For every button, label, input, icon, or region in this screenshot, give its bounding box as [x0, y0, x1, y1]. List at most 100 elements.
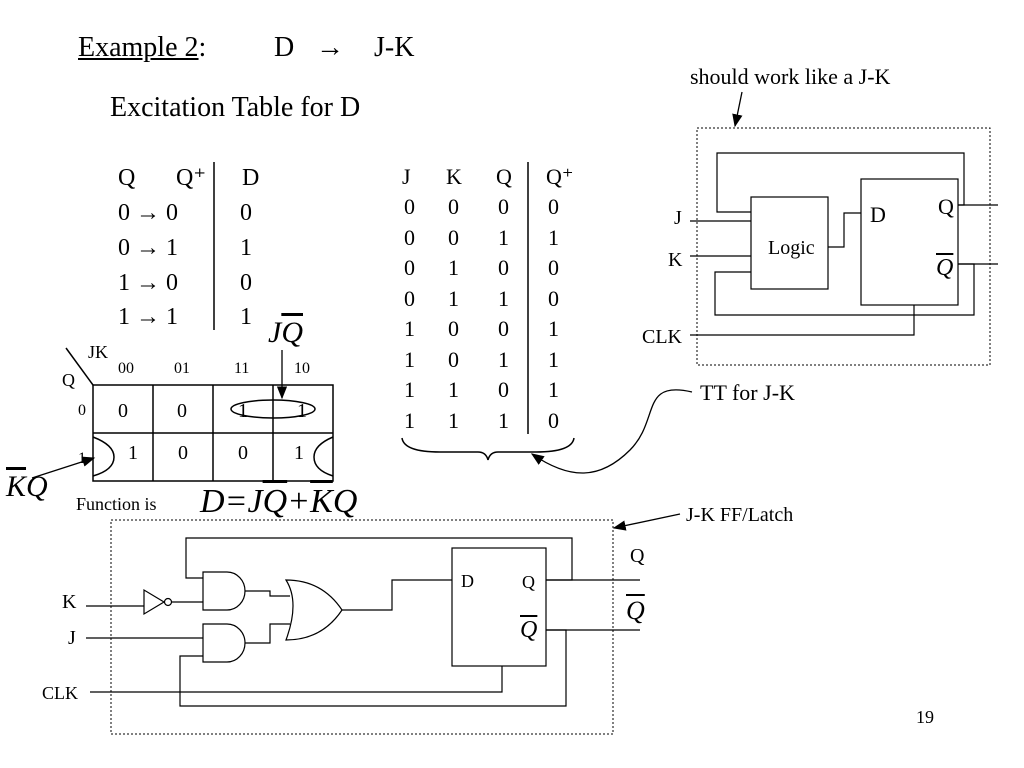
tt-caption: TT for J-K — [700, 380, 795, 405]
tt-cell: 1 — [548, 225, 559, 250]
tt-cell: 1 — [404, 316, 415, 341]
kmap-cell: 0 — [118, 400, 128, 422]
exc-row-transition: 0 → 0 — [118, 200, 178, 226]
tt-cell: 0 — [404, 194, 415, 219]
kmap-cell: 1 — [238, 400, 248, 422]
tt-cell: 0 — [404, 225, 415, 250]
term-kq-q: Q — [26, 470, 48, 503]
fn-d: D — [200, 483, 225, 520]
exc-row-d: 1 — [240, 235, 252, 261]
fn-q2: Q — [332, 483, 358, 520]
tt-cell: 0 — [498, 194, 509, 219]
kmap-cell: 1 — [297, 400, 307, 422]
top-dff-box — [860, 178, 959, 306]
exc-header-d: D — [242, 165, 260, 191]
kmap-col-header: 00 — [118, 360, 134, 377]
bottom-input-k: K — [62, 591, 77, 613]
top-note: should work like a J-K — [690, 64, 891, 89]
top-logic-box — [750, 196, 829, 290]
tt-cell: 1 — [404, 377, 415, 402]
tt-cell: 0 — [448, 316, 459, 341]
kmap-cell: 0 — [178, 442, 188, 464]
fn-k: K — [310, 483, 333, 520]
subtitle: Excitation Table for D — [110, 92, 361, 123]
tt-cell: 0 — [404, 255, 415, 280]
kmap-term-kq: KQ — [6, 472, 48, 502]
fn-plus: + — [287, 483, 311, 520]
tt-cell: 1 — [548, 377, 559, 402]
term-jq-q: Q — [281, 316, 303, 349]
page-number: 19 — [916, 707, 934, 727]
kmap-col-header: 11 — [234, 360, 250, 377]
tt-header: Q — [496, 164, 512, 189]
top-input-j: J — [674, 207, 682, 229]
or-gate — [284, 579, 343, 641]
tt-cell: 1 — [448, 255, 459, 280]
bottom-out-q: Q — [630, 545, 645, 567]
tt-cell: 1 — [448, 377, 459, 402]
tt-cell: 0 — [498, 377, 509, 402]
title-colon: : — [198, 32, 207, 63]
term-jq-j: J — [268, 316, 282, 349]
title-d: D — [274, 32, 295, 63]
title-example: Example 2 — [78, 32, 199, 63]
tt-curved-arrow — [530, 389, 693, 474]
tt-cell: 0 — [448, 347, 459, 372]
top-logic-label: Logic — [768, 237, 815, 259]
tt-cell: 1 — [448, 408, 459, 433]
kmap-cell: 1 — [294, 442, 304, 464]
kmap-term-jq: JQ — [268, 318, 303, 348]
top-input-k: K — [668, 249, 683, 271]
bottom-input-clk: CLK — [42, 683, 78, 703]
kmap-group-jq — [230, 399, 316, 419]
tt-cell: 0 — [548, 408, 559, 433]
tt-cell: 1 — [404, 408, 415, 433]
tt-cell: 1 — [548, 347, 559, 372]
kmap-col-header: 01 — [174, 360, 190, 377]
exc-row-transition: 1 → 0 — [118, 270, 178, 296]
bottom-label-arrow — [612, 513, 681, 531]
top-wires — [690, 152, 998, 336]
tt-cell: 0 — [448, 225, 459, 250]
kmap-col-header: 10 — [294, 360, 310, 377]
top-dotted-frame — [696, 127, 991, 366]
kmap-grid — [65, 347, 334, 482]
exc-row-d: 0 — [240, 270, 252, 296]
kmap-row-header: 0 — [78, 402, 86, 419]
function-expression: D=JQ+KQ — [200, 485, 357, 519]
bottom-out-qbar: Q — [626, 596, 645, 625]
kmap-cell: 1 — [128, 442, 138, 464]
tt-cell: 1 — [548, 316, 559, 341]
tt-cell: 0 — [448, 194, 459, 219]
exc-header-qplus: Q⁺ — [176, 165, 206, 191]
title: Example 2: — [78, 34, 206, 62]
not-gate — [143, 588, 173, 616]
tt-cell: 0 — [498, 316, 509, 341]
tt-cell: 0 — [404, 286, 415, 311]
bottom-dotted-frame — [110, 519, 614, 735]
top-input-clk: CLK — [642, 326, 682, 348]
tt-header: Q⁺ — [546, 164, 574, 189]
tt-header: J — [402, 164, 411, 189]
bottom-dff-box — [451, 547, 547, 667]
kmap-cell: 0 — [177, 400, 187, 422]
tt-cell: 0 — [548, 255, 559, 280]
and-gate-bottom — [202, 623, 246, 663]
fn-j: J — [247, 483, 263, 520]
exc-row-transition: 1 → 1 — [118, 304, 178, 330]
tt-header: K — [446, 164, 462, 189]
fn-q1: Q — [262, 483, 288, 520]
bottom-wires — [86, 537, 640, 707]
bottom-label: J-K FF/Latch — [686, 504, 794, 526]
kq-arrow — [31, 456, 96, 479]
exc-row-d: 0 — [240, 200, 252, 226]
exc-row-d: 1 — [240, 304, 252, 330]
exc-header-q: Q — [118, 165, 136, 191]
fn-eq: = — [224, 483, 248, 520]
tt-cell: 1 — [498, 225, 509, 250]
top-q-label: Q — [938, 194, 954, 219]
bottom-qbar-label: Q — [520, 617, 538, 643]
kmap-group-kq-left — [92, 436, 115, 477]
tt-brace — [401, 437, 575, 461]
title-arrow: → — [316, 32, 344, 63]
